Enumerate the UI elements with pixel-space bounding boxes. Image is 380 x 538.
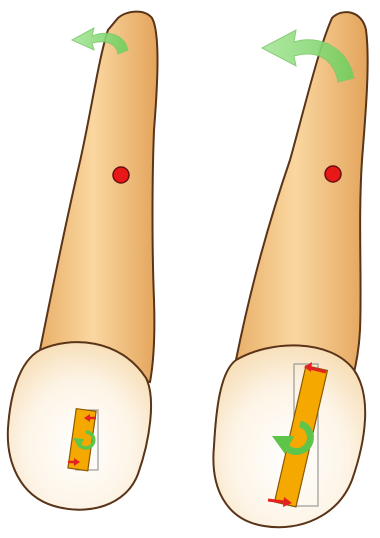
right-rotation-center-dot (325, 166, 341, 182)
right-tooth-panel (213, 12, 367, 527)
left-tooth-root (40, 12, 158, 382)
left-tooth-panel (8, 12, 158, 510)
left-rotation-center-dot (113, 167, 129, 183)
